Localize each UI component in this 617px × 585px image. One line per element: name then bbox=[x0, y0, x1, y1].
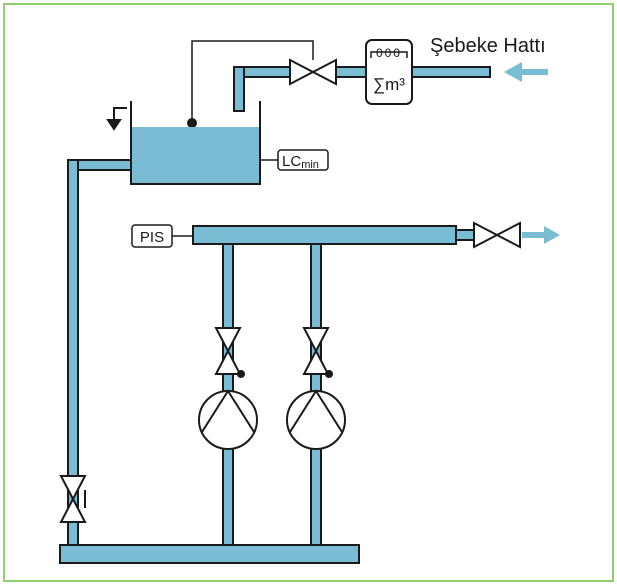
level-switch-label: LCmin bbox=[282, 153, 319, 171]
vent-icon bbox=[106, 107, 127, 131]
pump-1-valve-actuator bbox=[237, 370, 245, 378]
diagram-frame bbox=[3, 3, 614, 582]
check-valve-icon bbox=[59, 475, 87, 523]
suction-header bbox=[59, 544, 360, 564]
float-ball bbox=[187, 118, 197, 128]
arrow-left-icon bbox=[504, 62, 548, 82]
pump-2-valve bbox=[302, 327, 330, 375]
pump-1-valve bbox=[214, 327, 242, 375]
tank-walls bbox=[130, 101, 261, 185]
level-switch-sub: min bbox=[301, 159, 319, 171]
meter-unit: ∑m³ bbox=[373, 75, 405, 94]
pump-icon bbox=[286, 389, 346, 450]
meter-digits: 000 bbox=[376, 46, 402, 60]
discharge-header bbox=[192, 225, 457, 245]
float-control-line bbox=[191, 40, 314, 122]
pump-2-valve-actuator bbox=[325, 370, 333, 378]
level-switch-box bbox=[277, 149, 329, 171]
pressure-switch-label: PIS bbox=[140, 229, 164, 246]
supply-line-label: Şebeke Hattı bbox=[430, 35, 546, 57]
outlet-pipe bbox=[455, 229, 475, 241]
level-switch-text: LC bbox=[282, 153, 301, 170]
pump-icon bbox=[198, 389, 258, 450]
gate-valve-icon bbox=[473, 221, 521, 249]
arrow-right-icon bbox=[522, 226, 560, 244]
tank-water bbox=[131, 127, 260, 184]
pressure-switch-box bbox=[131, 224, 173, 248]
water-meter-icon bbox=[365, 39, 413, 105]
supply-pipe bbox=[233, 66, 491, 112]
gate-valve-icon bbox=[289, 58, 337, 86]
